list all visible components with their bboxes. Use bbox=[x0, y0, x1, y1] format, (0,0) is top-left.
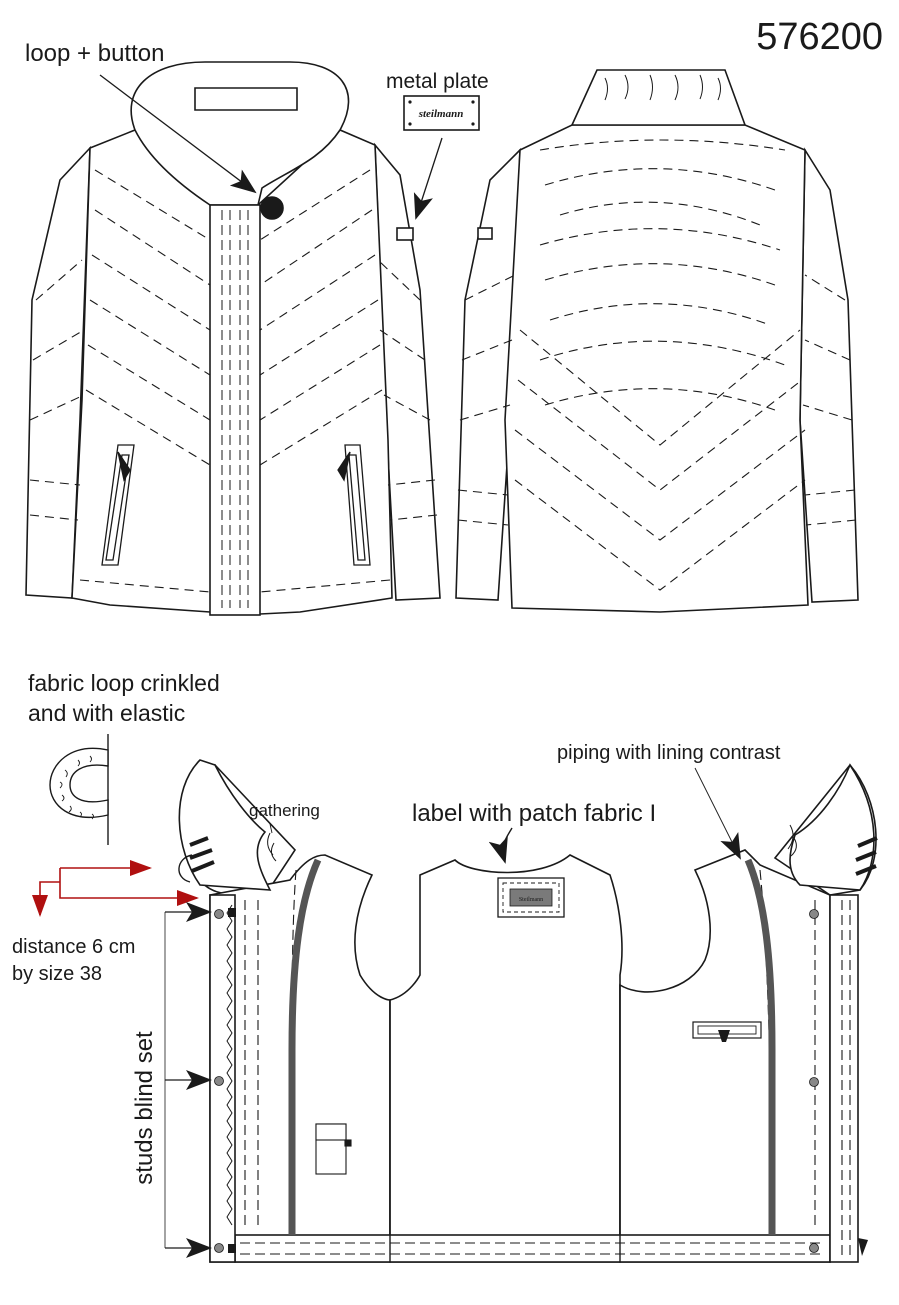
plate-text: steilmann bbox=[418, 108, 464, 120]
right-piping bbox=[744, 858, 776, 1235]
back-right-sleeve bbox=[799, 147, 859, 603]
label-patch-label: label with patch fabric I bbox=[412, 800, 657, 827]
front-placket bbox=[209, 204, 261, 616]
interior-right-front bbox=[619, 849, 831, 1263]
distance-label-line2: by size 38 bbox=[12, 963, 103, 985]
jacket-back-view bbox=[455, 69, 859, 613]
back-collar-gathers bbox=[604, 74, 721, 101]
distance-label: distance 6 cm by size 38 bbox=[12, 934, 135, 988]
interior-hem-band bbox=[234, 1234, 831, 1263]
back-quilting-lines bbox=[457, 139, 857, 591]
studs bbox=[214, 909, 819, 1253]
interior-loop bbox=[178, 854, 193, 883]
model-number: 576200 bbox=[756, 16, 883, 58]
front-zip-pockets bbox=[101, 444, 371, 566]
front-quilting-lines bbox=[29, 169, 438, 593]
piping-label: piping with lining contrast bbox=[557, 742, 781, 764]
fabric-loop-label: fabric loop crinkled and with elastic bbox=[28, 668, 220, 728]
sleeve-metal-plate bbox=[396, 227, 414, 241]
studs-arrows bbox=[164, 902, 212, 1258]
fabric-loop-label-line1: fabric loop crinkled bbox=[28, 670, 220, 696]
metal-plate-label: metal plate bbox=[386, 70, 489, 93]
zigzag-stitch bbox=[226, 904, 233, 1226]
piping-arrow bbox=[694, 767, 741, 860]
back-body bbox=[504, 124, 809, 613]
interior-back-panel bbox=[389, 854, 623, 1263]
interior-patch-label: Steilmann bbox=[497, 877, 565, 918]
gathering-marks bbox=[267, 824, 797, 862]
distance-arrows bbox=[32, 860, 199, 917]
right-sleeve-cap-outline bbox=[789, 763, 875, 891]
metal-plate-arrow bbox=[413, 137, 443, 220]
distance-label-line1: distance 6 cm bbox=[12, 936, 136, 958]
jacket-front-view bbox=[25, 61, 441, 616]
fabric-loop-detail bbox=[49, 734, 109, 845]
inner-label-text: Steilmann bbox=[519, 897, 543, 903]
back-collar bbox=[570, 69, 747, 126]
gathering-label: gathering bbox=[249, 801, 320, 820]
fabric-loop-label-line2: and with elastic bbox=[28, 700, 186, 726]
sleeve-notches bbox=[189, 836, 878, 876]
stud-tab-top bbox=[228, 908, 236, 917]
studs-label: studs blind set bbox=[131, 1031, 158, 1185]
front-left-sleeve bbox=[25, 145, 91, 599]
metal-plate-detail: steilmann bbox=[403, 95, 480, 131]
front-button bbox=[260, 196, 284, 220]
placket-stitching bbox=[221, 210, 249, 608]
collar-ruffle bbox=[194, 87, 298, 111]
interior-pocket bbox=[315, 1123, 352, 1175]
back-sleeve-plate bbox=[477, 227, 493, 240]
left-sleeve-cap-outline bbox=[178, 759, 272, 891]
loop-button-arrow bbox=[99, 74, 257, 194]
stud-tab-bottom bbox=[228, 1244, 236, 1253]
interior-zip-pocket bbox=[692, 1021, 762, 1042]
left-piping bbox=[288, 858, 322, 1235]
right-placket-strip bbox=[829, 894, 859, 1263]
loop-button-label: loop + button bbox=[25, 40, 165, 67]
hem-tab bbox=[858, 1238, 868, 1256]
label-arrow bbox=[488, 827, 513, 864]
gathering-leader bbox=[269, 823, 273, 834]
